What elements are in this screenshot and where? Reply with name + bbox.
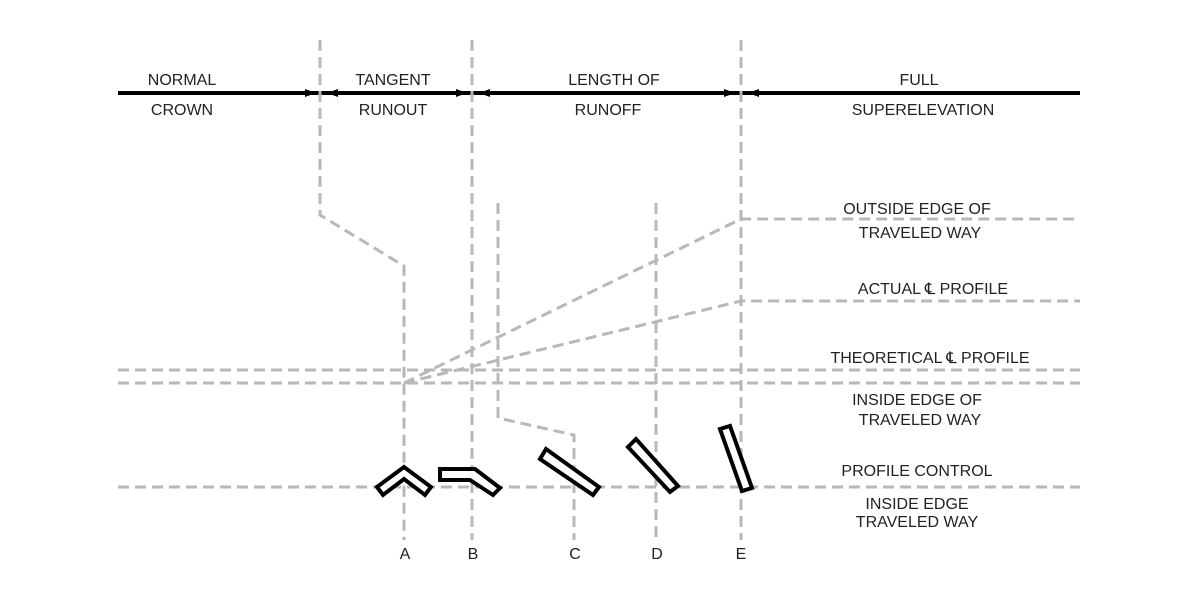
label-length-of: LENGTH OF [568,72,660,89]
label-inside-edge-1: INSIDE EDGE OF [852,392,982,409]
label-outside-edge-2: TRAVELED WAY [859,225,982,242]
station-c-line [496,203,576,540]
label-inside-edge-control-2: TRAVELED WAY [856,514,979,531]
arrow-runoff-end [724,89,735,97]
section-a-crown [374,464,434,498]
arrow-runoff-start [479,89,490,97]
arrow-tangent-start [327,89,338,97]
station-label-c: C [569,546,581,563]
label-actual-profile: ACTUAL ℄ PROFILE [858,281,1008,298]
section-b-half-crown [438,467,504,498]
label-outside-edge-1: OUTSIDE EDGE OF [843,201,991,218]
arrow-tangent-end [456,89,467,97]
label-inside-edge-control-1: INSIDE EDGE [865,496,968,513]
label-inside-edge-2: TRAVELED WAY [859,412,982,429]
arrow-normal-crown-end [305,89,316,97]
outside-edge-profile [403,217,1080,385]
arrow-full-start [748,89,759,97]
label-superelevation: SUPERELEVATION [852,102,995,119]
label-crown: CROWN [151,102,213,119]
label-runoff: RUNOFF [575,102,642,119]
region-axis [118,89,1080,97]
station-label-d: D [651,546,663,563]
section-c-tilted [537,446,602,498]
label-tangent: TANGENT [355,72,430,89]
label-normal: NORMAL [148,72,217,89]
divider-normal-tangent [318,40,406,540]
station-label-b: B [468,546,479,563]
actual-centerline-profile [403,299,1080,385]
label-profile-control: PROFILE CONTROL [841,463,992,480]
label-full: FULL [899,72,938,89]
station-label-a: A [400,546,411,563]
station-label-e: E [736,546,747,563]
cross-sections [374,423,755,498]
label-runout: RUNOUT [359,102,428,119]
section-e-superelevated [717,423,755,494]
section-d-tilted [625,436,681,495]
label-theoretical-profile: THEORETICAL ℄ PROFILE [830,350,1029,367]
